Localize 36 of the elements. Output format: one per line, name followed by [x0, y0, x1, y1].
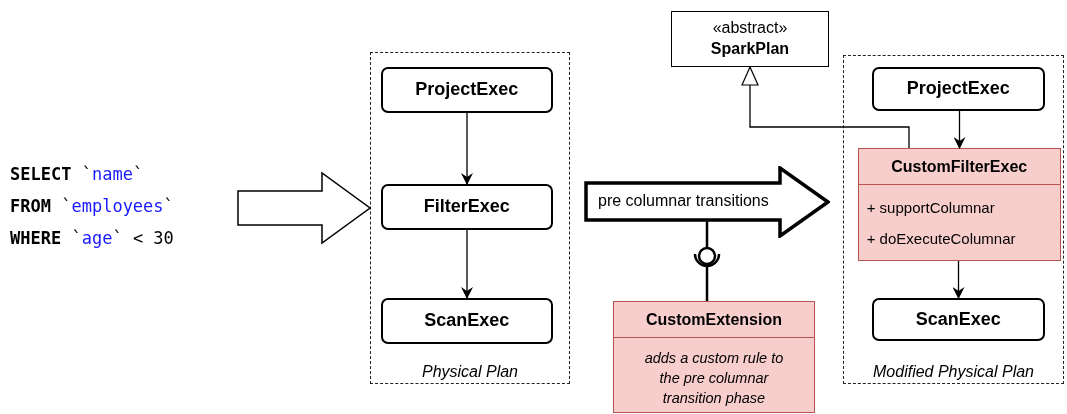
block-arrow: [237, 171, 372, 245]
box-label: ScanExec: [915, 308, 1001, 330]
group-caption: Physical Plan: [420, 363, 519, 381]
class-name: SparkPlan: [709, 39, 791, 59]
arrow: [952, 260, 965, 299]
code-line: WHERE `age` < 30: [10, 227, 175, 250]
box-label: ProjectExec: [415, 79, 519, 101]
block-arrow-shape: [584, 166, 830, 238]
socket-connector: [693, 220, 721, 301]
dashed-group-frame: [370, 52, 570, 384]
process-box: [871, 66, 1045, 111]
arrow: [461, 112, 473, 185]
component-box: [613, 301, 815, 413]
arrow: [953, 110, 966, 149]
box-label: ScanExec: [424, 310, 510, 332]
inheritance-arrow: [741, 66, 910, 149]
stereotype-label: «abstract»: [711, 18, 789, 38]
process-box: [380, 297, 553, 344]
box-label: FilterExec: [423, 196, 510, 218]
class-method: + supportColumnar: [865, 198, 996, 216]
box-label: ProjectExec: [906, 78, 1010, 100]
component-name: CustomExtension: [614, 302, 814, 338]
code-line: SELECT `name`: [10, 163, 145, 186]
class-name: CustomFilterExec: [858, 148, 1060, 185]
class-method: + doExecuteColumnar: [865, 229, 1017, 247]
arrow: [461, 229, 473, 299]
process-box: [871, 297, 1045, 341]
dashed-group-frame: [843, 55, 1064, 384]
code-line: FROM `employees`: [10, 195, 175, 218]
process-box: [380, 66, 553, 113]
class-box: [671, 11, 829, 67]
group-caption: Modified Physical Plan: [872, 363, 1035, 381]
class-box: [857, 147, 1061, 261]
component-description: adds a custom rule to the pre columnar transition phase: [643, 349, 785, 408]
process-box: [380, 183, 553, 230]
arrow-label: pre columnar transitions: [598, 192, 769, 210]
